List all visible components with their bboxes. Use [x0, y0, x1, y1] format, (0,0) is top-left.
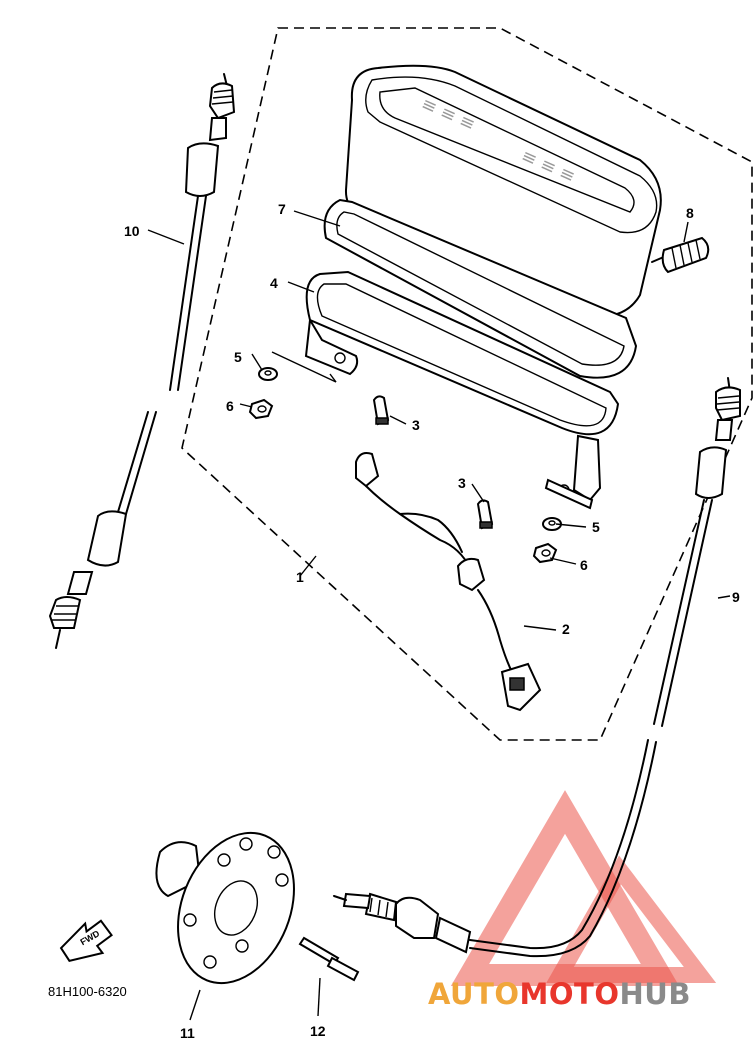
washer-left: [258, 367, 278, 381]
watermark-hub: HUB: [620, 977, 691, 1011]
speedometer-cable: [333, 377, 741, 958]
callout-3-upper: 3: [412, 417, 420, 433]
callout-12: 12: [310, 1023, 326, 1039]
gear-unit: [155, 831, 295, 985]
callout-1: 1: [296, 569, 304, 585]
callout-8: 8: [686, 205, 694, 221]
nut-left: [248, 398, 274, 420]
bulb-upper: [372, 395, 390, 426]
callout-3-lower: 3: [458, 475, 466, 491]
callout-4: 4: [270, 275, 278, 291]
callout-5-left: 5: [234, 349, 242, 365]
drive-pin: [298, 936, 360, 982]
gasket: [323, 198, 638, 379]
part-code: 81H100-6320: [48, 984, 127, 999]
watermark-auto: AUTO: [428, 977, 520, 1011]
bulb-lower: [476, 499, 494, 530]
callout-9: 9: [732, 589, 740, 605]
callout-5-right: 5: [592, 519, 600, 535]
watermark-text: AUTOMOTOHUB: [428, 977, 691, 1011]
callout-2: 2: [562, 621, 570, 637]
wire-harness: [355, 452, 542, 712]
tachometer-cable: [48, 73, 236, 649]
meter-housing: ≡ ≡ ≡ ≡ ≡ ≡: [344, 64, 662, 341]
callout-6-right: 6: [580, 557, 588, 573]
callout-11: 11: [180, 1025, 195, 1041]
meter-bracket: [304, 270, 620, 510]
forward-arrow-icon: FWD: [59, 919, 113, 962]
assembly-boundary: [181, 27, 753, 741]
automotohub-logo: [450, 790, 717, 986]
trip-knob: [651, 236, 710, 274]
callout-6-left: 6: [226, 398, 234, 414]
callout-7: 7: [278, 201, 286, 217]
watermark-moto: MOTO: [520, 977, 620, 1011]
leader-lines: [147, 210, 731, 1021]
callout-10: 10: [124, 223, 140, 239]
